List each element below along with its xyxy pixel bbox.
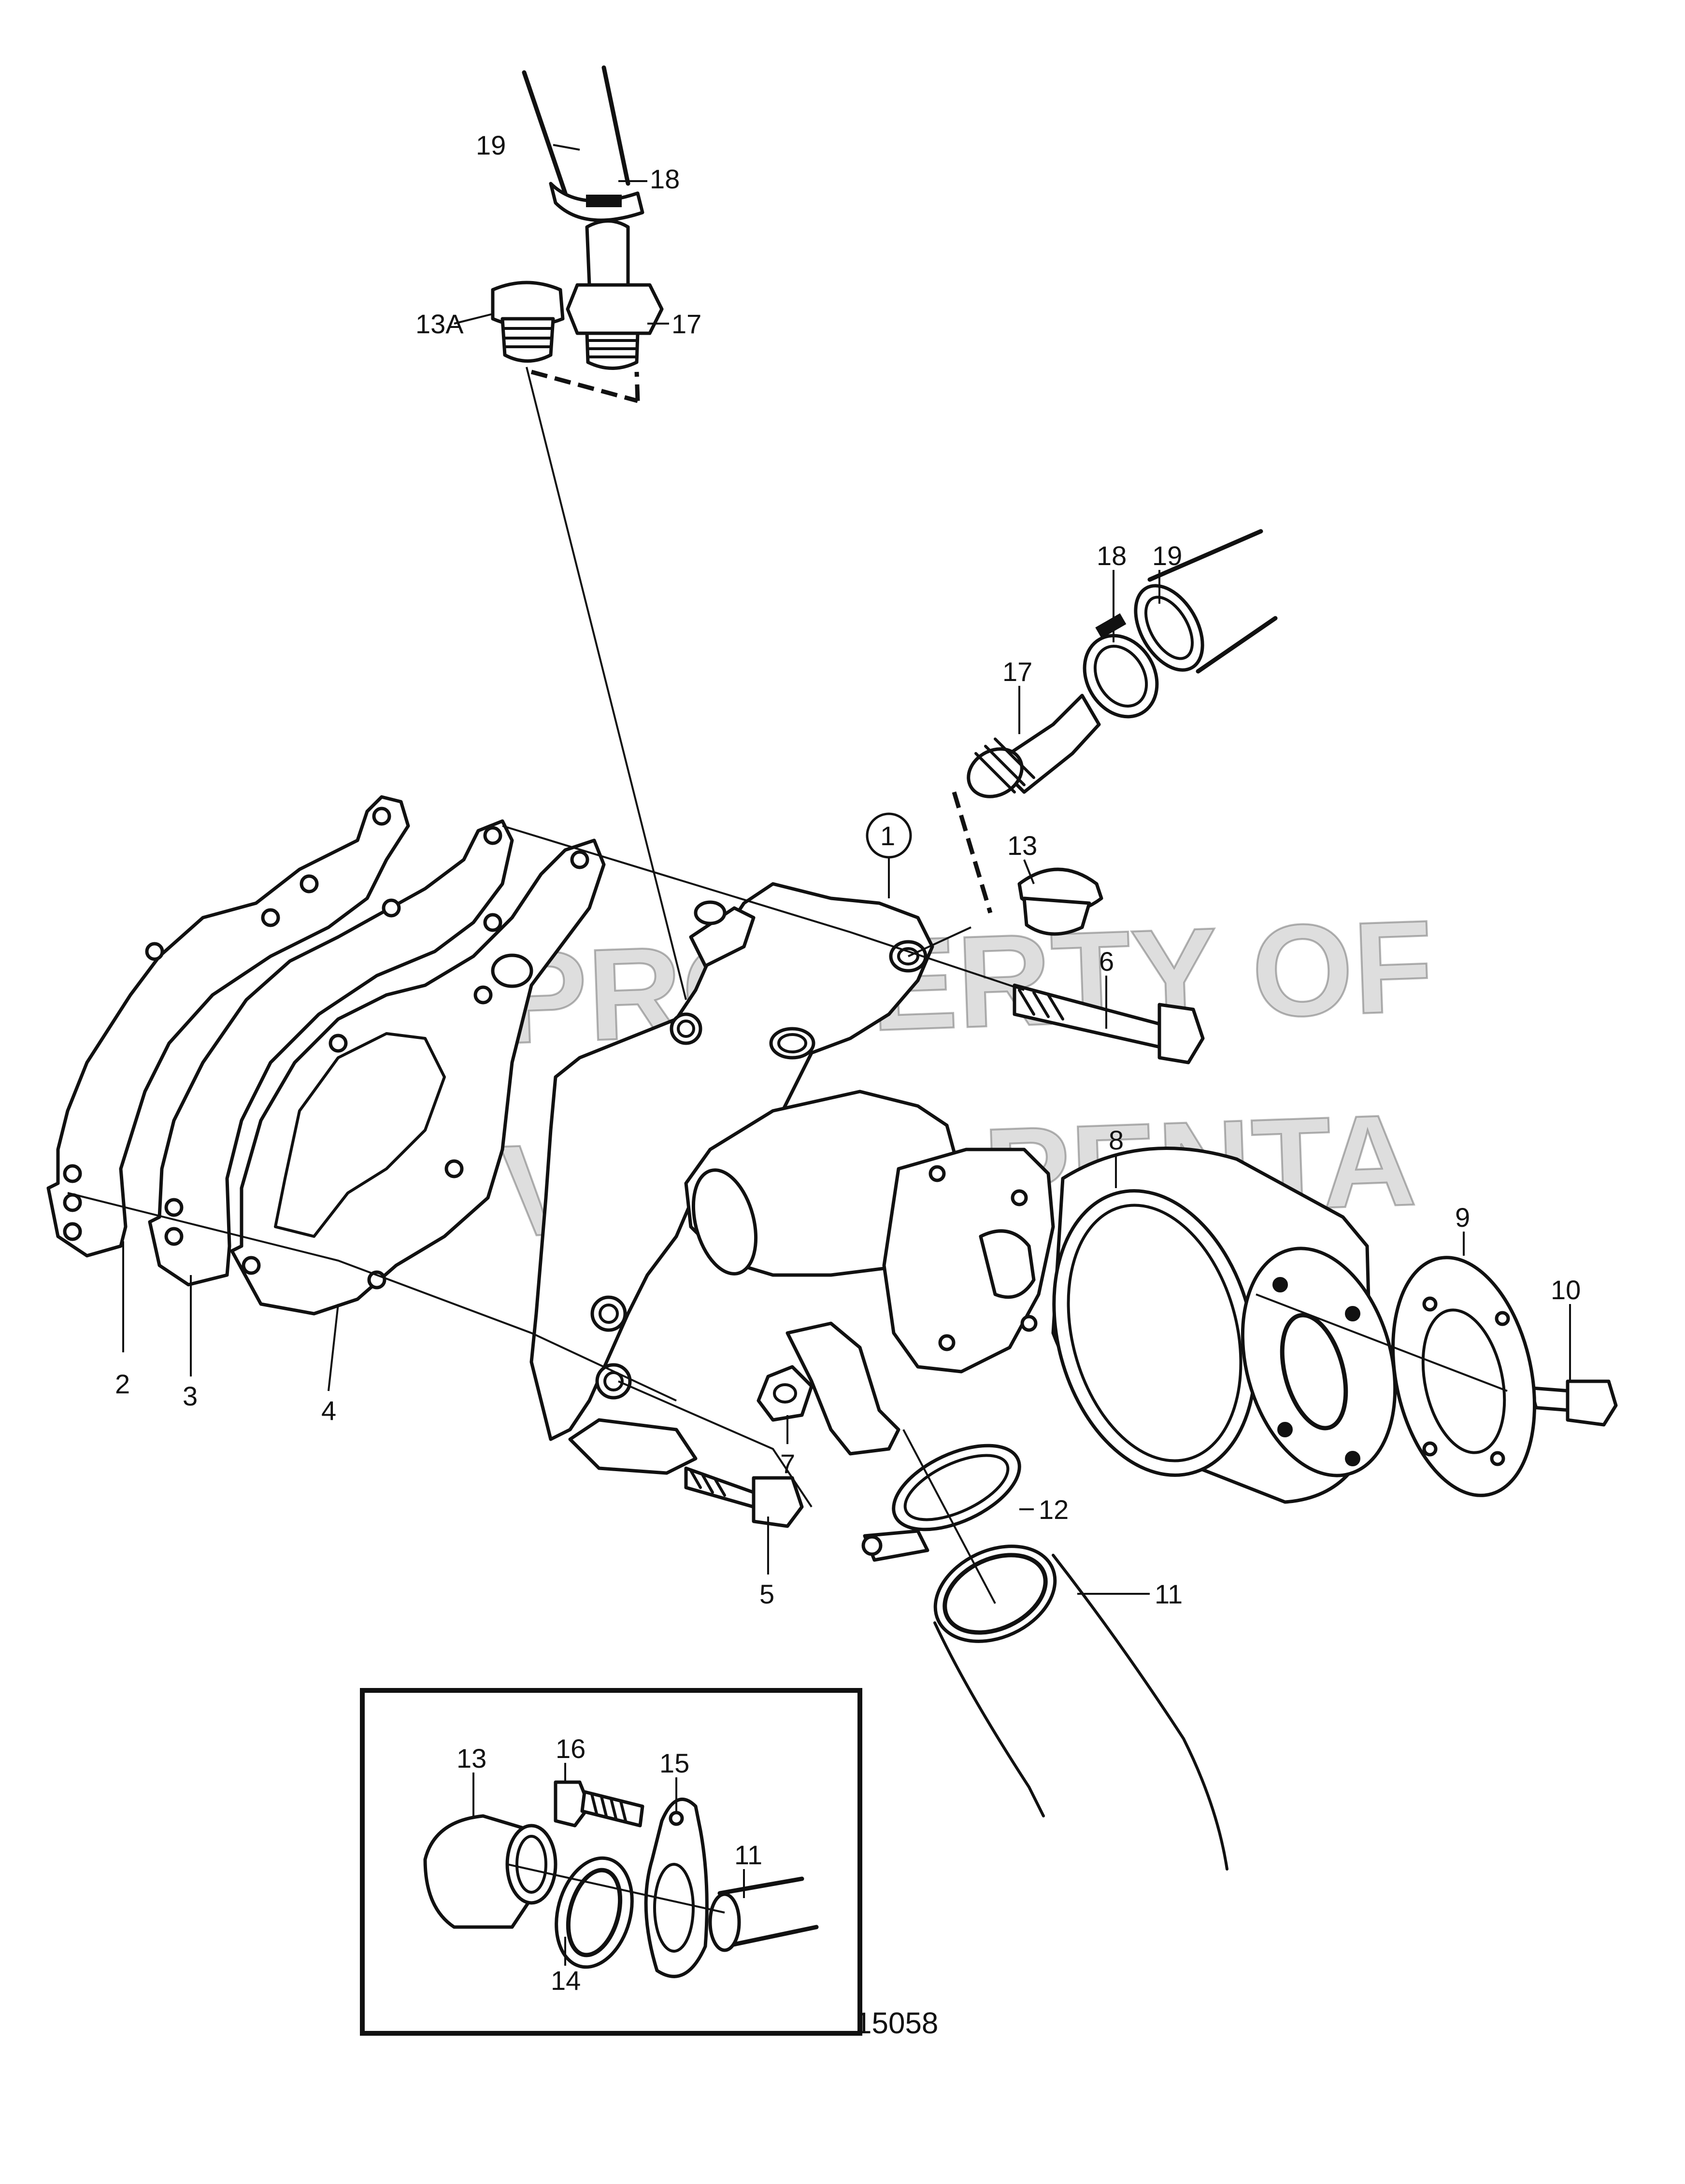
callout-3: 3 [183, 1381, 198, 1411]
pump-housing [529, 882, 1055, 1475]
hose-11-lower-edge [933, 1621, 1045, 1817]
figure-number: 15058 [855, 2007, 938, 2040]
callout-7: 7 [780, 1448, 795, 1479]
callout-17-right: 17 [1002, 656, 1032, 687]
callout-2: 2 [115, 1369, 130, 1399]
top-nipple-stem [585, 219, 630, 292]
callout-18-right: 18 [1097, 540, 1127, 571]
top-plug-thread [500, 317, 555, 363]
ring-plate-9-holes [1422, 1296, 1510, 1466]
callout-8: 8 [1109, 1125, 1124, 1155]
top-clamp-screw [586, 195, 622, 207]
right-clamp-screw [1095, 613, 1127, 638]
callout-17-top: 17 [671, 309, 701, 339]
right-clamp [1083, 634, 1159, 719]
pump-shaft [979, 1229, 1036, 1299]
gasket-square-window [491, 953, 533, 988]
top-hose [522, 65, 630, 196]
callout-labels: 1 2 3 4 5 6 7 8 9 10 11 12 13 13A 17 18 … [115, 130, 1581, 1996]
right-hose-end [1134, 584, 1204, 672]
callout-19-right: 19 [1152, 540, 1182, 571]
callout-19-top: 19 [476, 130, 506, 160]
callout-1: 1 [880, 821, 895, 851]
pump-bottom-foot [568, 1418, 698, 1475]
top-alternative-dashline [530, 369, 640, 403]
clamp-12 [892, 1444, 1021, 1532]
top-nipple-thread [585, 331, 640, 370]
pulley-8-face [1241, 1247, 1397, 1477]
right-hose-assembly [952, 529, 1278, 936]
lower-hose-assembly [861, 1444, 1228, 1871]
gaskets [46, 795, 606, 1316]
inset-hose-11 [717, 1876, 819, 1949]
bolt-5-head [752, 1476, 804, 1528]
gasket-2 [46, 795, 410, 1258]
bolt-6-head [1157, 1003, 1205, 1064]
callout-9: 9 [1455, 1202, 1470, 1233]
gasket-4-inner-opening [274, 1032, 446, 1238]
pulley-assembly [1051, 1147, 1536, 1504]
callout-12: 12 [1039, 1494, 1069, 1525]
callout-13a: 13A [415, 309, 464, 339]
callout-6: 6 [1099, 946, 1114, 977]
ring-plate-9 [1391, 1256, 1536, 1497]
pulley-8-bore [1280, 1313, 1348, 1431]
gasket-3 [148, 819, 514, 1287]
pulley-8-bolt-holes [1272, 1277, 1360, 1466]
screw-10-head [1566, 1379, 1618, 1427]
inset-detail [360, 1688, 862, 2036]
callout-leaders [122, 144, 1571, 1966]
pump-bolt-bosses [590, 900, 1038, 1400]
nut-7 [757, 1365, 814, 1422]
right-plug-thread [1022, 896, 1091, 936]
pump-outlet-elbow [785, 1321, 900, 1456]
right-alternative-dashline [952, 791, 993, 914]
pump-volute-inlet [691, 1168, 758, 1276]
callout-4: 4 [321, 1395, 336, 1426]
right-hose [1147, 529, 1278, 674]
callout-11-inset: 11 [734, 1840, 762, 1870]
callout-5: 5 [759, 1579, 774, 1609]
alignment-lines [67, 367, 1508, 1604]
hose-11-upper-edge [1052, 1554, 1228, 1871]
callout-10: 10 [1551, 1275, 1581, 1305]
inset-screw-16-head [554, 1780, 591, 1828]
callout-18-top: 18 [650, 164, 680, 194]
inset-ring-14 [555, 1856, 634, 1969]
callout-13-top: 13 [1007, 830, 1037, 861]
callout-16: 16 [556, 1733, 585, 1764]
top-hose-assembly [491, 65, 664, 403]
callout-11: 11 [1155, 1579, 1183, 1609]
callout-15: 15 [659, 1748, 689, 1778]
gasket-bolt-holes [63, 807, 589, 1290]
inset-flange-15 [644, 1797, 709, 1978]
callout-13-inset: 13 [457, 1743, 486, 1773]
pump-top-boss [689, 906, 756, 968]
top-nipple-hex [566, 283, 664, 335]
callout-14: 14 [551, 1965, 581, 1996]
